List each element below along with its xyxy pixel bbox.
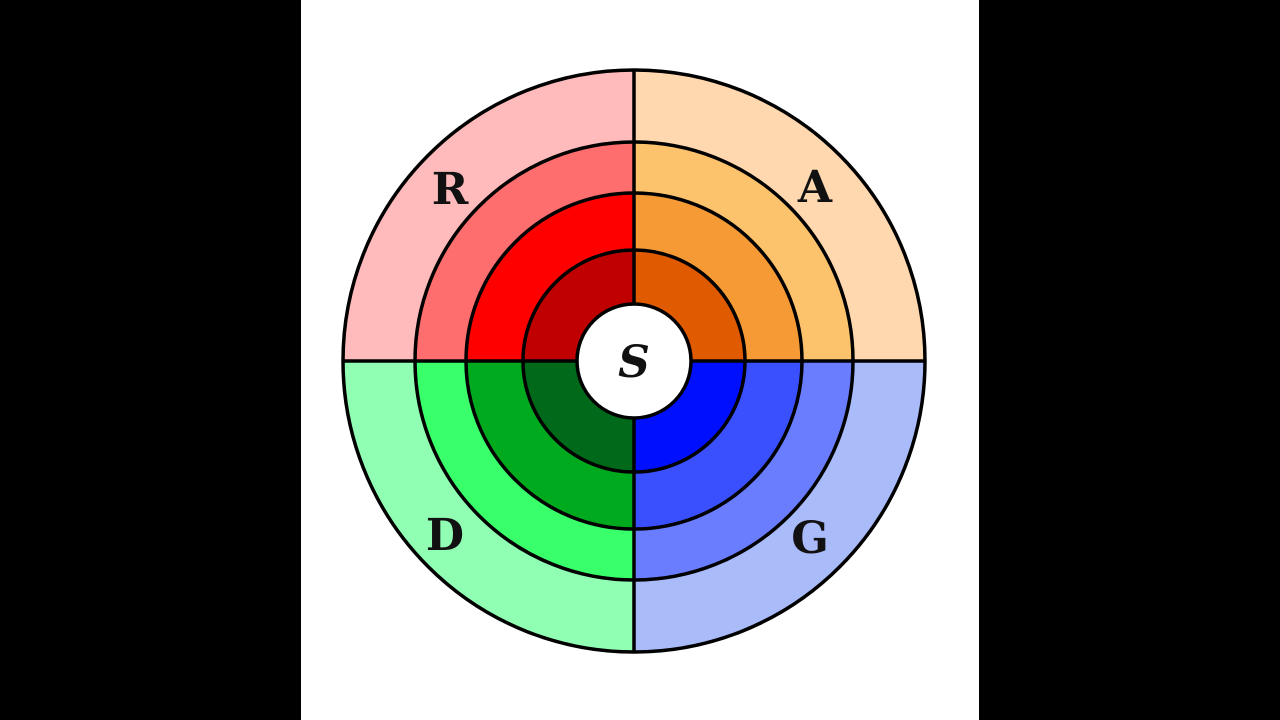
quadrant-label-a: A bbox=[797, 162, 833, 213]
quadrant-label-d: D bbox=[426, 510, 464, 561]
quadrant-label-g: G bbox=[791, 513, 829, 564]
center-label-s: S bbox=[618, 337, 650, 388]
center-circle bbox=[575, 302, 693, 420]
quadrant-label-r: R bbox=[432, 164, 469, 215]
